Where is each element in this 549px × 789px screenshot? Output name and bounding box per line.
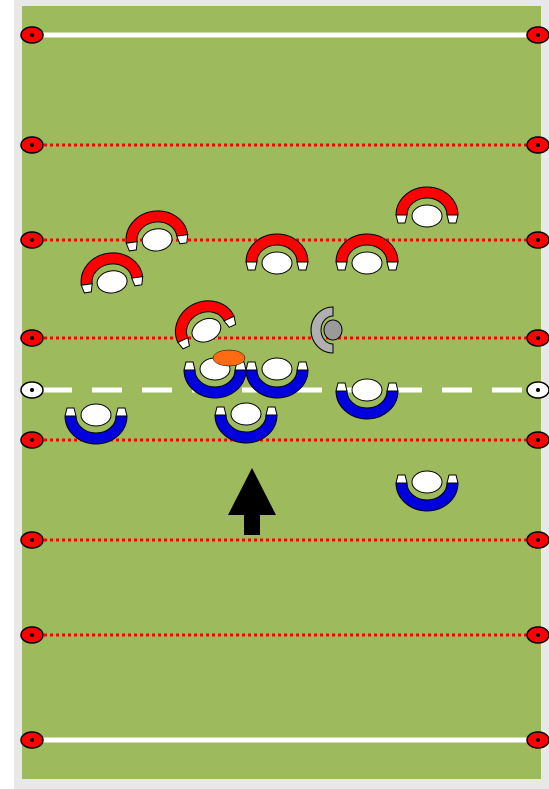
right-marker-cone [526,431,549,449]
red-player [335,233,399,275]
red-player [175,300,237,350]
line [20,531,549,549]
right-marker-cone [526,26,549,44]
direction-arrow-icon [228,468,276,535]
right-marker-cone [526,329,549,347]
right-marker-cone [526,626,549,644]
red-player [80,252,144,294]
left-marker-cone [20,136,44,154]
halfway-line [20,381,549,399]
left-marker-cone [20,26,44,44]
blue-player [245,357,309,399]
ball-icon [212,349,246,367]
referee [310,306,343,354]
right-marker-cone [526,731,549,749]
right-marker-cone [526,231,549,249]
blue-player [335,378,399,420]
blue-player [395,470,459,512]
red-player [395,186,459,228]
left-marker-cone [20,231,44,249]
red-player [245,233,309,275]
line [20,431,549,449]
left-marker-cone [20,531,44,549]
right-marker-cone [526,531,549,549]
left-marker-cone [20,329,44,347]
line [20,329,549,347]
left-marker-cone [20,431,44,449]
right-marker-cone [526,136,549,154]
try-line [20,731,549,749]
line [20,626,549,644]
blue-player [214,402,278,444]
left-marker-cone [20,731,44,749]
blue-player [64,403,128,445]
left-marker-cone [20,381,44,399]
try-line [20,26,549,44]
right-marker-cone [526,381,549,399]
left-marker-cone [20,626,44,644]
red-player [125,210,189,252]
line [20,136,549,154]
